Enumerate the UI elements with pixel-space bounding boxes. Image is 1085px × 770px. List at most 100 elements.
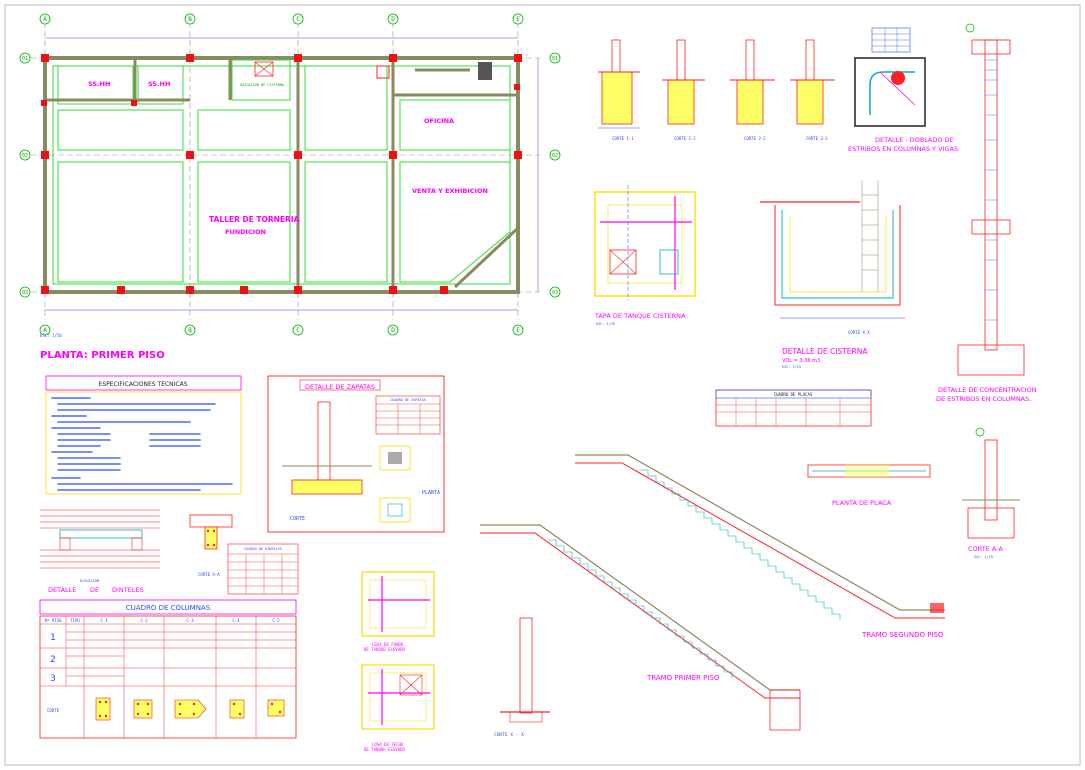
columnas-floor-1: 1 xyxy=(50,633,56,643)
placas-corte-aa-scale: ESC: 1/25 xyxy=(974,555,993,559)
axis-label-c-bottom: C xyxy=(296,327,300,334)
doblado-title-line-2: ESTRIBOS EN COLUMNAS Y VIGAS xyxy=(848,145,958,153)
losa-fondo-line-2: DE TANQUE ELEVADO xyxy=(364,647,406,652)
cisterna-ladder xyxy=(861,180,879,292)
columnas-header-c4: C-4 xyxy=(232,618,240,623)
zapatas-table-grid xyxy=(376,403,440,434)
axis-bubbles xyxy=(19,13,561,336)
stair-hatch xyxy=(478,62,492,80)
axis-label-b-bottom: B xyxy=(188,327,192,334)
columnas-header-c2: C-2 xyxy=(140,618,148,623)
section-cuts: CORTE 1-1 CORTE 2-2 CORTE 2-2 CORTE 3-3 xyxy=(598,39,835,141)
room-label-sshh-1: SS.HH xyxy=(88,80,110,88)
columnas-header-piso: Nº PISO xyxy=(45,618,62,623)
plan-scale-label: ESC: 1/50 xyxy=(40,333,62,338)
losa-tanque-block: LOSA DE FONDO DE TANQUE ELEVADO LOSA DE … xyxy=(361,571,435,752)
plan-columns xyxy=(41,54,522,294)
axis-label-a-bottom: A xyxy=(43,327,47,334)
corte-2-2-label-b: CORTE 2-2 xyxy=(744,136,766,141)
room-label-fundicion: FUNDICION xyxy=(225,228,266,236)
room-label-ventas: VENTA Y EXHIBICION xyxy=(412,187,488,195)
elevated-tank-marker xyxy=(376,65,390,79)
concentracion-detail: DETALLE DE CONCENTRACION DE ESTRIBOS EN … xyxy=(936,23,1037,403)
specs-title: ESPECIFICACIONES TECNICAS xyxy=(98,381,187,388)
specs-block: ESPECIFICACIONES TECNICAS xyxy=(45,375,242,495)
corte-1-1 xyxy=(598,39,640,129)
columnas-floor-2: 2 xyxy=(50,655,56,665)
columnas-title: CUADRO DE COLUMNAS xyxy=(126,604,211,612)
cisterna-volume: VOL.= 3.36 m3 xyxy=(782,358,820,364)
losa-techo-line-2: DE TANQUE ELEVADO xyxy=(364,747,406,752)
corte-2-2-a xyxy=(662,39,705,125)
dinteles-table-grid xyxy=(228,553,298,594)
room-label-oficina: OFICINA xyxy=(424,117,454,125)
tramo2-label: TRAMO SEGUNDO PISO xyxy=(861,631,944,639)
dintel-corte-aa: CORTE A-A xyxy=(198,572,220,577)
tapa-title: TAPA DE TANQUE CISTERNA xyxy=(594,312,686,320)
columnas-header-c5: C-5 xyxy=(272,618,280,623)
cisterna-box xyxy=(254,61,274,77)
zapatas-table-title: CUADRO DE ZAPATAS xyxy=(390,398,426,402)
tramo2-slab-bottom xyxy=(575,462,945,619)
floor-plan: A B C D E A B C D E 01 02 03 01 02 03 xyxy=(19,13,561,361)
foundation-outlines xyxy=(57,59,511,283)
room-label-cisterna: UBICACION DE CISTERNA xyxy=(240,83,285,87)
tramo1-slab-bottom xyxy=(480,532,800,699)
tapa-scale: ESC: 1/25 xyxy=(596,322,615,326)
axis-label-01-right: 01 xyxy=(552,56,558,62)
dintel-elevacion-label: ELEVACION xyxy=(80,579,99,583)
zapatas-title: DETALLE DE ZAPATAS xyxy=(305,383,375,391)
columnas-header-c3: C-3 xyxy=(186,618,194,623)
axis-label-d-top: D xyxy=(391,16,395,23)
dinteles-title-1: DETALLE xyxy=(48,586,76,594)
dinteles-block: ELEVACION DETALLE DE DINTELES CORTE A-A … xyxy=(40,509,299,595)
interior-walls xyxy=(45,58,520,292)
stair-block: TRAMO SEGUNDO PISO TRAMO PRIMER PISO COR… xyxy=(480,454,945,738)
axis-label-e-top: E xyxy=(516,16,520,23)
placas-block: CUADRO DE PLACAS PLANTA DE PLACA CORTE A… xyxy=(715,389,1020,559)
dinteles-table-title: CUADRO DE DINTELES xyxy=(244,547,282,551)
placas-grid xyxy=(716,398,871,426)
axis-label-c-top: C xyxy=(296,16,300,23)
stair-corte-xx: CORTE X - X xyxy=(494,732,524,738)
outer-wall xyxy=(43,56,520,294)
doblado-detail: DETALLE : DOBLADO DE ESTRIBOS EN COLUMNA… xyxy=(848,27,958,153)
dinteles-title-2: DE xyxy=(90,586,99,594)
axis-label-03-right: 03 xyxy=(552,290,558,296)
zapatas-block: DETALLE DE ZAPATAS CUADRO DE ZAPATAS COR… xyxy=(267,375,445,533)
tramo2-slab-top xyxy=(575,454,945,611)
axis-grid xyxy=(22,22,540,320)
tramo1-steps xyxy=(548,539,733,678)
estribo-ticks xyxy=(985,59,997,321)
columnas-floor-3: 3 xyxy=(50,674,56,684)
losa-fondo-line-1: LOSA DE FONDO xyxy=(372,642,404,647)
columnas-grid xyxy=(40,616,296,738)
axis-label-d-bottom: D xyxy=(391,327,395,334)
zapatas-corte-label: CORTE xyxy=(290,516,305,522)
columnas-corte-label: CORTE xyxy=(47,708,60,713)
axis-label-03-left: 03 xyxy=(22,290,28,296)
placas-planta-label: PLANTA DE PLACA xyxy=(832,499,892,507)
columnas-header-tipo: TIPO xyxy=(70,618,80,623)
corte-3-3-label: CORTE 3-3 xyxy=(806,136,828,141)
axis-label-01-left: 01 xyxy=(22,56,28,62)
placas-title: CUADRO DE PLACAS xyxy=(774,392,813,397)
room-label-taller: TALLER DE TORNERIA xyxy=(209,215,300,224)
tramo2-steps xyxy=(640,469,841,620)
concentracion-title-line-2: DE ESTRIBOS EN COLUMNAS. xyxy=(936,395,1031,403)
column-section-bars xyxy=(98,700,282,718)
columnas-table: CUADRO DE COLUMNAS Nº PISO TIPO C-1 C-2 … xyxy=(39,599,297,739)
cisterna-title: DETALLE DE CISTERNA xyxy=(782,347,868,356)
dimension-lines xyxy=(45,37,539,311)
corte-2-2-b xyxy=(730,39,775,125)
concentracion-title-line-1: DETALLE DE CONCENTRACION xyxy=(938,386,1037,394)
zapatas-planta-label: PLANTA xyxy=(422,490,440,496)
corte-3-3 xyxy=(790,39,835,125)
corte-2-2-label-a: CORTE 2-2 xyxy=(674,136,696,141)
plan-title: PLANTA: PRIMER PISO xyxy=(40,350,165,361)
axis-label-02-left: 02 xyxy=(22,153,28,159)
cisterna-detail: CORTE X-X DETALLE DE CISTERNA VOL.= 3.36… xyxy=(760,180,905,369)
axis-label-a-top: A xyxy=(43,16,47,23)
axis-label-b-top: B xyxy=(188,16,192,23)
